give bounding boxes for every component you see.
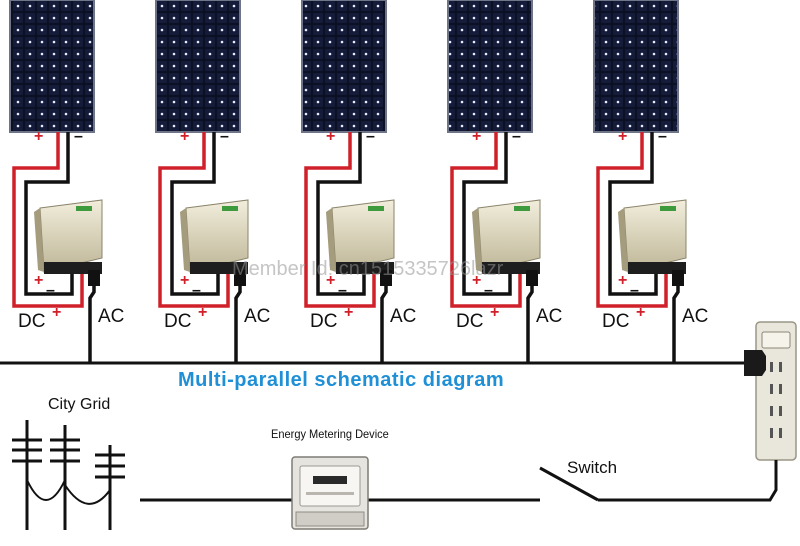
micro-inverter <box>472 199 541 274</box>
dc-label: DC <box>310 311 338 332</box>
ac-connector <box>88 270 100 286</box>
panel-plus-label: + <box>34 128 44 145</box>
negative-wire <box>24 132 74 296</box>
switch <box>380 466 599 502</box>
inverter-plus-label: + <box>34 272 44 289</box>
dc-label: DC <box>164 311 192 332</box>
ac-label: AC <box>682 306 709 327</box>
solar-panel <box>593 0 679 133</box>
solar-panel <box>9 0 95 133</box>
micro-inverter <box>34 199 103 274</box>
inverter-minus-label: – <box>630 282 639 299</box>
city-grid-poles <box>12 420 125 530</box>
inverter-minus-label: – <box>338 282 347 299</box>
ac-connector <box>526 270 538 286</box>
inverter-plus-label: + <box>472 272 482 289</box>
solar-panel <box>301 0 387 133</box>
panel-plus-label: + <box>326 128 336 145</box>
micro-inverter <box>326 199 395 274</box>
panel-minus-label: – <box>74 128 83 145</box>
watermark-text: Member Id: cn1515335726lazr <box>232 258 504 280</box>
panel-minus-label: – <box>220 128 229 145</box>
panel-plus-label: + <box>618 128 628 145</box>
ac-label: AC <box>390 306 417 327</box>
positive-wire <box>596 132 668 308</box>
strip-cable <box>598 460 778 502</box>
inverter-plus-label: + <box>180 272 190 289</box>
positive-wire <box>304 132 376 308</box>
ac-connector <box>234 270 246 286</box>
panel-plus-label: + <box>472 128 482 145</box>
dc-plus-label: + <box>52 304 62 321</box>
inverter-minus-label: – <box>46 282 55 299</box>
ac-plug <box>730 350 766 376</box>
solar-panel <box>447 0 533 133</box>
solar-unit-1 <box>9 0 103 363</box>
inverter-plus-label: + <box>618 272 628 289</box>
panel-minus-label: – <box>658 128 667 145</box>
panel-minus-label: – <box>512 128 521 145</box>
solar-unit-2 <box>155 0 249 363</box>
energy-meter <box>140 456 380 530</box>
dc-plus-label: + <box>490 304 500 321</box>
meter-label: Energy Metering Device <box>271 427 389 441</box>
diagram-title: Multi-parallel schematic diagram <box>178 369 505 391</box>
positive-wire <box>158 132 230 308</box>
dc-plus-label: + <box>198 304 208 321</box>
negative-wire <box>462 132 512 296</box>
inverter-minus-label: – <box>192 282 201 299</box>
dc-plus-label: + <box>344 304 354 321</box>
solar-unit-4 <box>447 0 541 363</box>
dc-label: DC <box>456 311 484 332</box>
dc-label: DC <box>602 311 630 332</box>
inverter-plus-label: + <box>326 272 336 289</box>
ac-label: AC <box>244 306 271 327</box>
ac-label: AC <box>98 306 125 327</box>
panel-plus-label: + <box>180 128 190 145</box>
panel-minus-label: – <box>366 128 375 145</box>
micro-inverter <box>180 199 249 274</box>
negative-wire <box>170 132 220 296</box>
switch-label: Switch <box>567 458 618 477</box>
negative-wire <box>608 132 658 296</box>
inverter-minus-label: – <box>484 282 493 299</box>
solar-unit-5 <box>593 0 687 363</box>
ac-connector <box>380 270 392 286</box>
dc-plus-label: + <box>636 304 646 321</box>
ac-connector <box>672 270 684 286</box>
power-strip <box>755 321 797 461</box>
ac-label: AC <box>536 306 563 327</box>
negative-wire <box>316 132 366 296</box>
solar-panel <box>155 0 241 133</box>
dc-label: DC <box>18 311 46 332</box>
positive-wire <box>12 132 84 308</box>
micro-inverter <box>618 199 687 274</box>
city-grid-label: City Grid <box>48 396 111 413</box>
positive-wire <box>450 132 522 308</box>
solar-unit-3 <box>301 0 395 363</box>
